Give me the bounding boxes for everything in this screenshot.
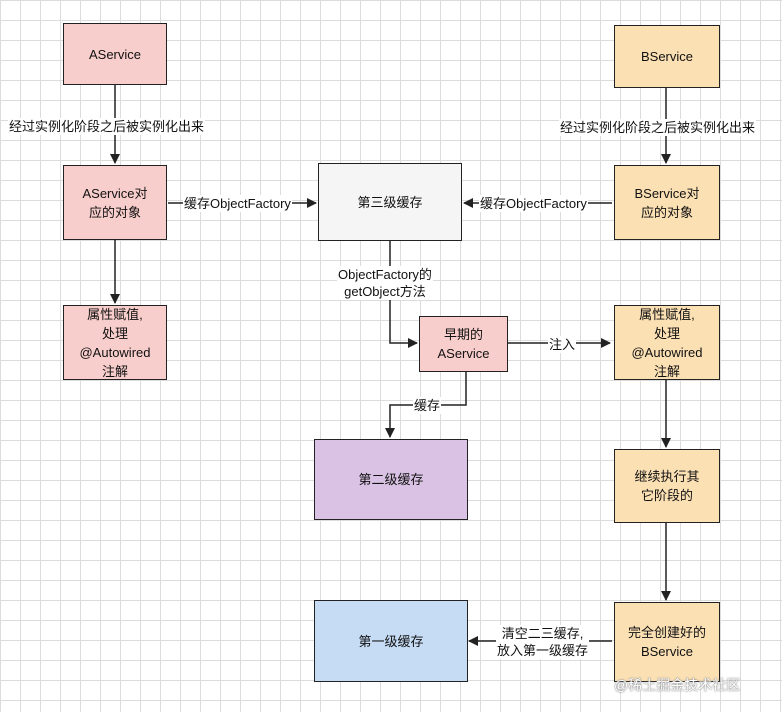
first-level-cache-node[interactable]: 第一级缓存 bbox=[314, 600, 468, 682]
bservice-node[interactable]: BService bbox=[614, 25, 720, 88]
bservice-populate-node[interactable]: 属性赋值, 处理 @Autowired 注解 bbox=[614, 305, 720, 380]
third-level-cache-node[interactable]: 第三级缓存 bbox=[318, 163, 462, 241]
second-level-cache-node[interactable]: 第二级缓存 bbox=[314, 439, 468, 520]
edge-label-clear-and-put: 清空二三缓存, 放入第一级缓存 bbox=[496, 625, 590, 659]
edge-label-a-cache-factory: 缓存ObjectFactory bbox=[183, 195, 292, 212]
edge-label-a-instantiate: 经过实例化阶段之后被实例化出来 bbox=[8, 118, 206, 135]
edge-label-b-instantiate: 经过实例化阶段之后被实例化出来 bbox=[559, 119, 757, 136]
aservice-object-node[interactable]: AService对 应的对象 bbox=[63, 165, 167, 240]
edge-label-inject: 注入 bbox=[548, 336, 577, 353]
complete-bservice-node[interactable]: 完全创建好的 BService bbox=[614, 602, 720, 682]
edge-label-cache: 缓存 bbox=[413, 397, 442, 414]
watermark: @稀土掘金技术社区 bbox=[614, 677, 741, 693]
early-aservice-node[interactable]: 早期的 AService bbox=[419, 316, 508, 372]
aservice-node[interactable]: AService bbox=[63, 23, 167, 85]
bservice-object-node[interactable]: BService对 应的对象 bbox=[614, 165, 720, 240]
aservice-populate-node[interactable]: 属性赋值, 处理 @Autowired 注解 bbox=[63, 305, 167, 380]
edge-label-b-cache-factory: 缓存ObjectFactory bbox=[479, 195, 588, 212]
edge-label-get-object: ObjectFactory的 getObject方法 bbox=[337, 266, 433, 300]
continue-phases-node[interactable]: 继续执行其 它阶段的 bbox=[614, 449, 720, 523]
